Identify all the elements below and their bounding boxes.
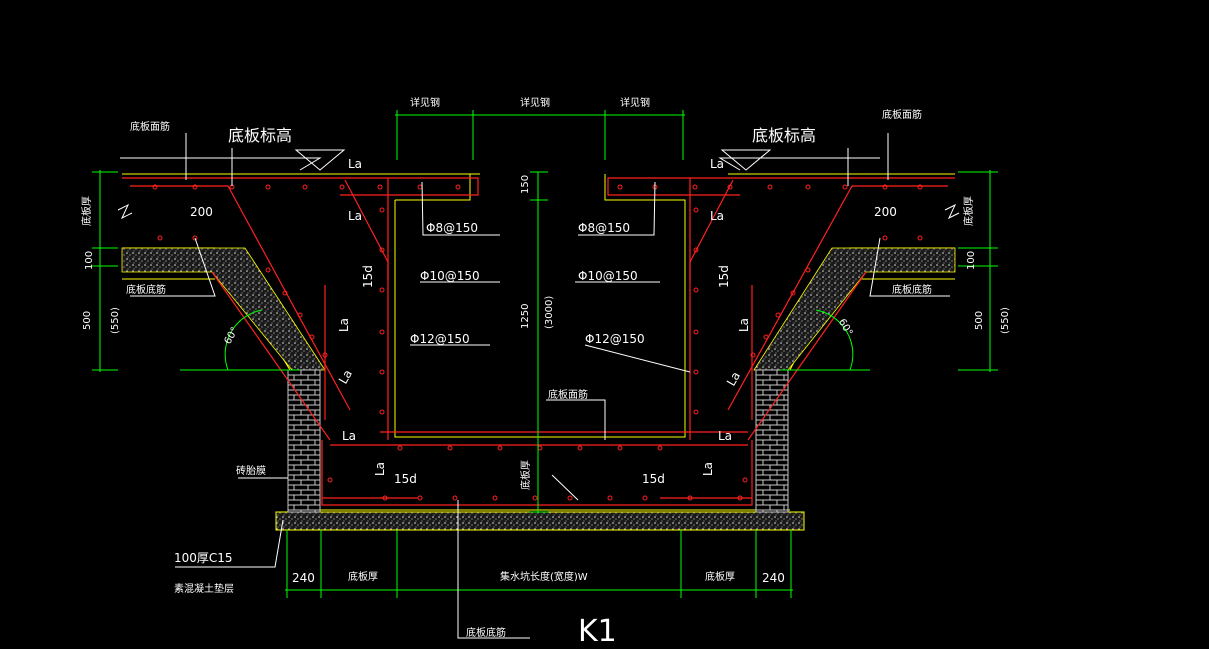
label-elev-right: 底板标高 bbox=[752, 126, 816, 145]
label-cushion-1: 100厚C15 bbox=[174, 551, 233, 565]
dim-500-right: 500 bbox=[974, 311, 985, 330]
break-marks bbox=[117, 203, 960, 220]
anchor-la-6: La bbox=[718, 429, 732, 443]
anchor-la-4: La bbox=[710, 209, 724, 223]
anchor-la-3: La bbox=[348, 209, 362, 223]
label-pit-bottom-bar: 底板底筋 bbox=[466, 626, 506, 639]
rebar-mid-right: Φ10@150 bbox=[578, 269, 638, 283]
anchor-15d-2: 15d bbox=[717, 265, 731, 288]
rebar-dots bbox=[152, 184, 923, 501]
rebar-lines bbox=[122, 177, 955, 506]
angle-left: 60° bbox=[223, 326, 241, 347]
anchor-15d-1: 15d bbox=[361, 265, 375, 288]
dimension-lines bbox=[92, 110, 998, 598]
label-slab-bottom-left: 底板底筋 bbox=[126, 283, 166, 296]
dim-550-left: (550) bbox=[110, 307, 121, 334]
label-slab-bottom-right: 底板底筋 bbox=[892, 283, 932, 296]
label-detail-left: 详见钢 bbox=[410, 96, 440, 109]
rebar-low-right: Φ12@150 bbox=[585, 332, 645, 346]
dim-thk-right: 底板厚 bbox=[705, 570, 735, 583]
anchor-15d-3: 15d bbox=[394, 472, 417, 486]
dim-100-right: 100 bbox=[966, 251, 977, 270]
dim-1250: 1250 bbox=[520, 304, 531, 329]
label-pit-thickness: 底板厚 bbox=[519, 460, 532, 490]
anchor-la-1: La bbox=[348, 157, 362, 171]
texts: 详见钢 详见钢 详见钢 底板面筋 底板面筋 底板标高 底板标高 底板底筋 底板底… bbox=[80, 96, 1011, 649]
dim-slab-thk-right: 底板厚 bbox=[962, 196, 975, 226]
rebar-mid-left: Φ10@150 bbox=[420, 269, 480, 283]
anchor-la-9: La bbox=[337, 318, 351, 332]
dim-thk-left: 底板厚 bbox=[348, 570, 378, 583]
anchor-la-12: La bbox=[724, 369, 743, 388]
label-detail-right: 详见钢 bbox=[620, 96, 650, 109]
dim-3000: (3000) bbox=[544, 296, 555, 329]
leader-lines bbox=[120, 133, 950, 639]
detail-id: K1 bbox=[578, 614, 617, 649]
dim-200-right: 200 bbox=[874, 205, 897, 219]
concrete-hatch bbox=[121, 247, 956, 531]
label-pit-top-bar: 底板面筋 bbox=[548, 388, 588, 401]
anchor-la-2: La bbox=[710, 157, 724, 171]
dim-pit-length: 集水坑长度(宽度)W bbox=[500, 570, 588, 583]
dim-150: 150 bbox=[520, 175, 531, 194]
dim-240-left: 240 bbox=[292, 571, 315, 585]
label-cushion-2: 素混凝土垫层 bbox=[174, 582, 234, 595]
anchor-la-8: La bbox=[701, 462, 715, 476]
anchor-la-5: La bbox=[342, 429, 356, 443]
rebar-low-left: Φ12@150 bbox=[410, 332, 470, 346]
anchor-la-7: La bbox=[373, 462, 387, 476]
dim-200-left: 200 bbox=[190, 205, 213, 219]
dim-500-left: 500 bbox=[82, 311, 93, 330]
dim-100-left: 100 bbox=[84, 251, 95, 270]
label-brick-wall: 砖胎膜 bbox=[236, 464, 266, 477]
rebar-top-right: Φ8@150 bbox=[578, 221, 630, 235]
elevation-markers bbox=[294, 149, 772, 171]
dim-slab-thk-left: 底板厚 bbox=[80, 196, 93, 226]
angle-right: 60° bbox=[836, 317, 854, 338]
dim-550-right: (550) bbox=[1000, 307, 1011, 334]
anchor-la-10: La bbox=[737, 318, 751, 332]
label-detail-mid: 详见钢 bbox=[520, 96, 550, 109]
dim-240-right: 240 bbox=[762, 571, 785, 585]
label-slab-top-right: 底板面筋 bbox=[882, 108, 922, 121]
label-slab-top-left: 底板面筋 bbox=[130, 120, 170, 133]
anchor-la-11: La bbox=[336, 367, 355, 386]
brick-walls bbox=[287, 369, 789, 513]
rebar-top-left: Φ8@150 bbox=[426, 221, 478, 235]
label-elev-left: 底板标高 bbox=[228, 126, 292, 145]
anchor-15d-4: 15d bbox=[642, 472, 665, 486]
